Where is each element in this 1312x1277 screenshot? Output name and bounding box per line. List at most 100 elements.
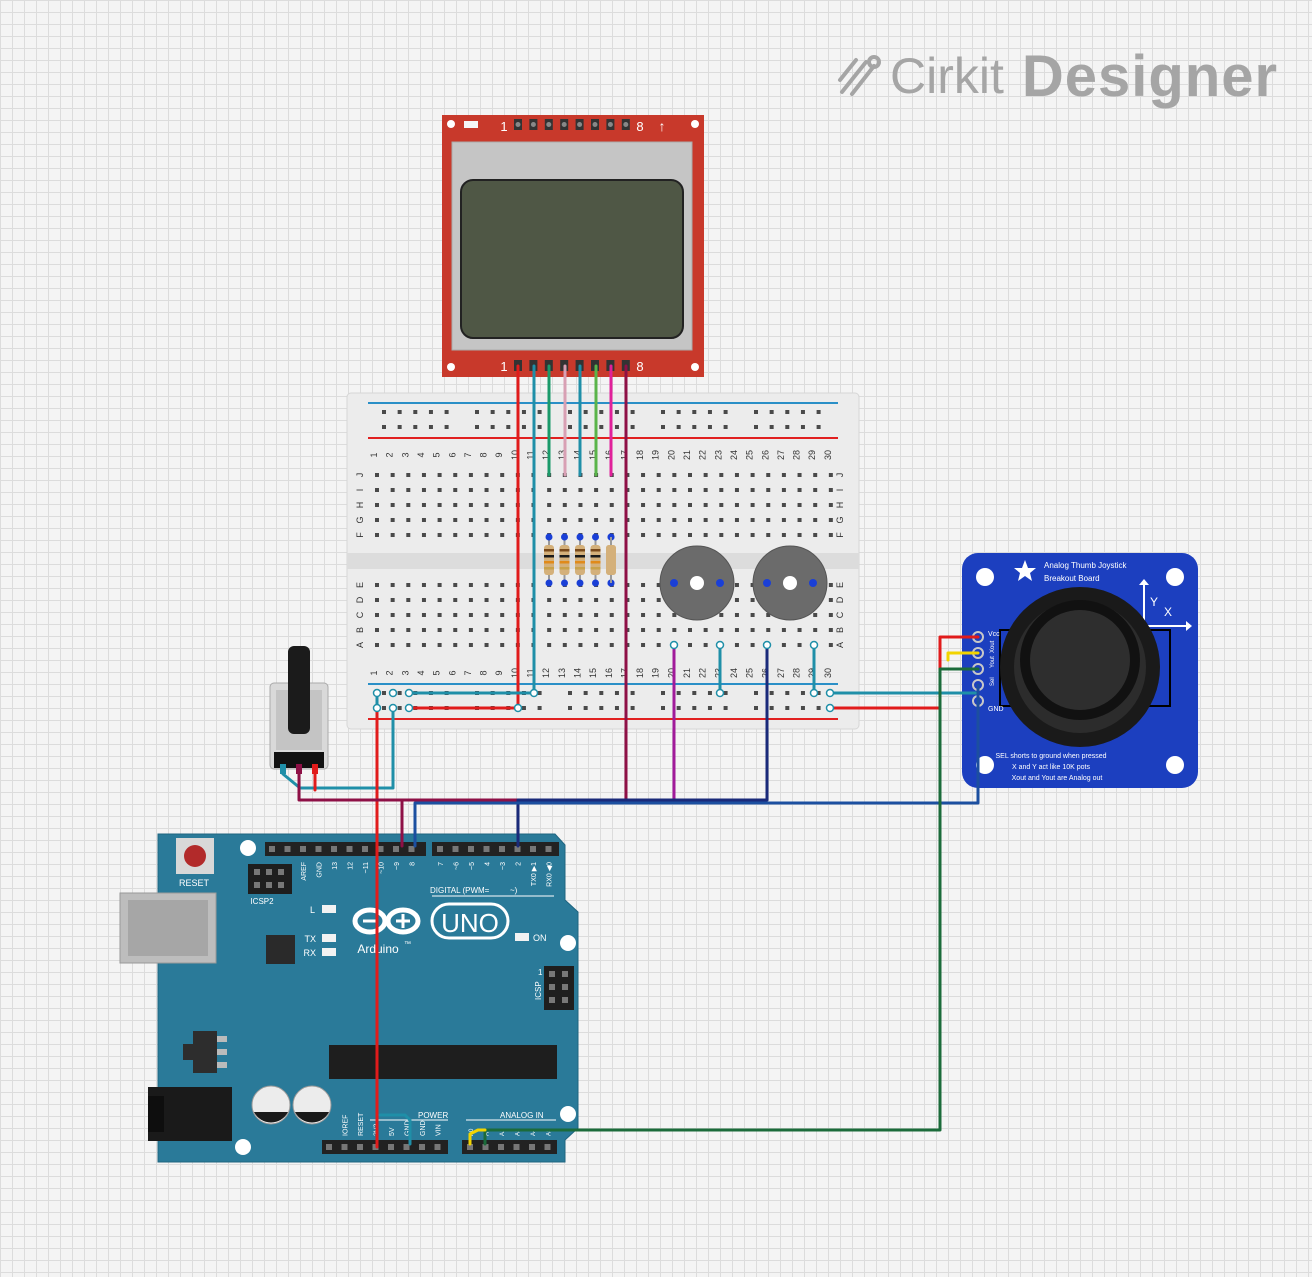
breadboard-hole[interactable] bbox=[578, 488, 583, 492]
breadboard-hole[interactable] bbox=[734, 643, 739, 647]
breadboard-hole[interactable] bbox=[828, 518, 833, 522]
rail-hole[interactable] bbox=[583, 425, 588, 429]
analog-pin[interactable] bbox=[544, 1144, 551, 1150]
rail-hole[interactable] bbox=[397, 410, 402, 414]
breadboard-hole[interactable] bbox=[484, 598, 489, 602]
arduino-uno[interactable]: RESET bbox=[119, 833, 579, 1163]
breadboard-hole[interactable] bbox=[468, 598, 473, 602]
breadboard-hole[interactable] bbox=[390, 583, 395, 587]
breadboard-hole[interactable] bbox=[390, 488, 395, 492]
breadboard-hole[interactable] bbox=[703, 533, 708, 537]
breadboard-hole[interactable] bbox=[484, 613, 489, 617]
breadboard-hole[interactable] bbox=[578, 518, 583, 522]
rail-hole[interactable] bbox=[413, 410, 418, 414]
breadboard-hole[interactable] bbox=[719, 503, 724, 507]
wire-endpoint[interactable] bbox=[404, 688, 414, 698]
rail-hole[interactable] bbox=[754, 425, 758, 429]
power-pin[interactable] bbox=[434, 1144, 441, 1150]
digital-pin[interactable] bbox=[437, 846, 443, 852]
wire-endpoint[interactable] bbox=[404, 703, 414, 713]
power-header[interactable] bbox=[322, 1140, 448, 1154]
breadboard-hole[interactable] bbox=[813, 473, 818, 477]
breadboard-hole[interactable] bbox=[484, 473, 489, 477]
digital-pin[interactable] bbox=[362, 846, 368, 852]
breadboard-hole[interactable] bbox=[641, 533, 646, 537]
breadboard-hole[interactable] bbox=[703, 518, 708, 522]
breadboard-hole[interactable] bbox=[672, 628, 677, 632]
breadboard-hole[interactable] bbox=[688, 503, 692, 507]
rail-hole[interactable] bbox=[692, 425, 697, 429]
breadboard-hole[interactable] bbox=[375, 583, 379, 587]
breadboard-hole[interactable] bbox=[703, 643, 708, 647]
rail-hole[interactable] bbox=[397, 706, 402, 710]
rail-hole[interactable] bbox=[723, 691, 728, 695]
wire-pot-wiper[interactable] bbox=[297, 772, 404, 802]
power-pin[interactable] bbox=[388, 1144, 394, 1150]
rail-hole[interactable] bbox=[537, 691, 542, 695]
wire-endpoint[interactable] bbox=[825, 688, 835, 698]
breadboard-hole[interactable] bbox=[421, 488, 426, 492]
breadboard-hole[interactable] bbox=[453, 503, 458, 507]
breadboard-hole[interactable] bbox=[750, 518, 755, 522]
rail-hole[interactable] bbox=[382, 425, 386, 429]
breadboard-hole[interactable] bbox=[406, 533, 411, 537]
rail-hole[interactable] bbox=[769, 425, 774, 429]
breadboard-hole[interactable] bbox=[547, 613, 552, 617]
breadboard-hole[interactable] bbox=[547, 503, 552, 507]
rail-hole[interactable] bbox=[785, 706, 790, 710]
breadboard-hole[interactable] bbox=[750, 488, 755, 492]
breadboard-hole[interactable] bbox=[797, 518, 802, 522]
rail-hole[interactable] bbox=[537, 425, 542, 429]
wire-joystick-yout[interactable] bbox=[483, 667, 980, 1146]
breadboard-hole[interactable] bbox=[484, 628, 489, 632]
breadboard-hole[interactable] bbox=[453, 628, 458, 632]
breadboard-hole[interactable] bbox=[703, 488, 708, 492]
breadboard-hole[interactable] bbox=[406, 598, 411, 602]
analog-pin[interactable] bbox=[467, 1144, 473, 1150]
breadboard-hole[interactable] bbox=[390, 473, 395, 477]
rail-hole[interactable] bbox=[614, 706, 619, 710]
breadboard-hole[interactable] bbox=[734, 583, 739, 587]
breadboard-hole[interactable] bbox=[797, 628, 802, 632]
rail-hole[interactable] bbox=[816, 425, 821, 429]
breadboard-hole[interactable] bbox=[406, 613, 411, 617]
rail-hole[interactable] bbox=[800, 691, 805, 695]
rail-hole[interactable] bbox=[382, 691, 386, 695]
breadboard-hole[interactable] bbox=[703, 503, 708, 507]
breadboard-hole[interactable] bbox=[672, 518, 677, 522]
wire-endpoint[interactable] bbox=[669, 640, 679, 650]
breadboard-hole[interactable] bbox=[688, 643, 692, 647]
breadboard-hole[interactable] bbox=[734, 488, 739, 492]
breadboard-hole[interactable] bbox=[609, 503, 614, 507]
breadboard-hole[interactable] bbox=[656, 583, 661, 587]
rail-hole[interactable] bbox=[769, 410, 774, 414]
breadboard-hole[interactable] bbox=[719, 488, 724, 492]
wire-endpoint[interactable] bbox=[513, 703, 523, 713]
wire-endpoint[interactable] bbox=[388, 688, 398, 698]
rail-hole[interactable] bbox=[754, 691, 758, 695]
rail-hole[interactable] bbox=[428, 410, 433, 414]
breadboard-hole[interactable] bbox=[484, 583, 489, 587]
breadboard-hole[interactable] bbox=[688, 533, 692, 537]
rail-hole[interactable] bbox=[723, 425, 728, 429]
breadboard-hole[interactable] bbox=[594, 503, 599, 507]
rail-hole[interactable] bbox=[630, 691, 635, 695]
rail-hole[interactable] bbox=[599, 691, 604, 695]
rail-hole[interactable] bbox=[661, 691, 665, 695]
breadboard-hole[interactable] bbox=[641, 583, 646, 587]
breadboard-hole[interactable] bbox=[453, 533, 458, 537]
breadboard-hole[interactable] bbox=[594, 628, 599, 632]
rail-hole[interactable] bbox=[816, 410, 821, 414]
rail-hole[interactable] bbox=[816, 691, 821, 695]
breadboard-hole[interactable] bbox=[750, 643, 755, 647]
breadboard-hole[interactable] bbox=[672, 533, 677, 537]
breadboard-hole[interactable] bbox=[719, 628, 724, 632]
analog-pin[interactable] bbox=[482, 1144, 489, 1150]
breadboard-hole[interactable] bbox=[562, 613, 567, 617]
rail-hole[interactable] bbox=[444, 425, 449, 429]
breadboard-hole[interactable] bbox=[688, 628, 692, 632]
breadboard-hole[interactable] bbox=[828, 643, 833, 647]
digital-pin[interactable] bbox=[331, 846, 337, 852]
breadboard-hole[interactable] bbox=[641, 628, 646, 632]
rail-hole[interactable] bbox=[382, 706, 386, 710]
